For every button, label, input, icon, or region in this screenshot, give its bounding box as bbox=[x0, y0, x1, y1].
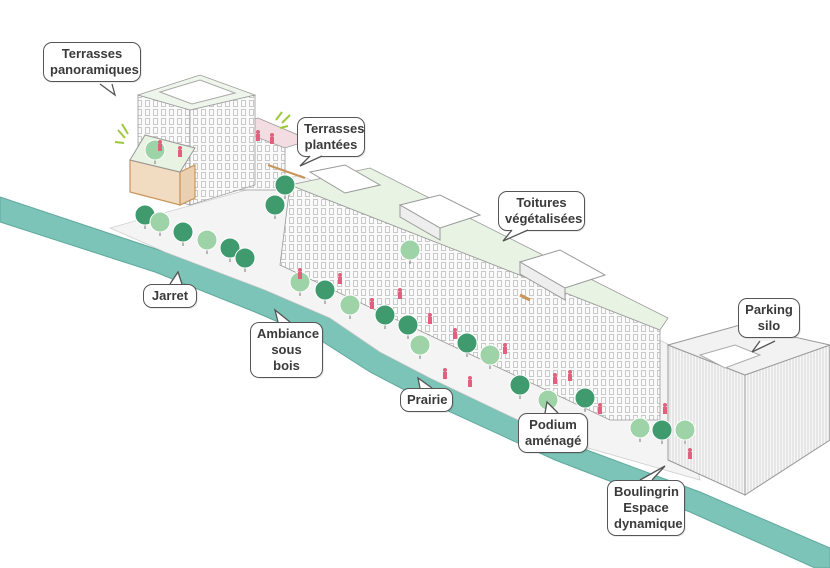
callout-toitures-vegetalisees: Toitures végétalisées bbox=[498, 191, 585, 231]
tree-icon bbox=[149, 211, 171, 236]
tree-icon bbox=[509, 374, 531, 399]
callout-terrasses-panoramiques: Terrasses panoramiques bbox=[43, 42, 141, 82]
tree-icon bbox=[397, 314, 419, 339]
person-icon bbox=[468, 376, 472, 387]
tree-icon bbox=[264, 194, 286, 219]
tree-icon bbox=[374, 304, 396, 329]
person-icon bbox=[688, 448, 692, 459]
callout-line: Ambiance bbox=[257, 326, 320, 341]
person-icon bbox=[398, 288, 402, 299]
roof-volume-1-side bbox=[399, 204, 441, 241]
callout-line: panoramiques bbox=[50, 62, 139, 77]
callout-line: Espace bbox=[623, 500, 669, 515]
callout-line: plantées bbox=[304, 137, 358, 152]
callout-boulingrin: Boulingrin Espace dynamique bbox=[607, 480, 685, 536]
callout-line: Terrasses bbox=[61, 46, 123, 61]
roof-volume-3 bbox=[308, 164, 382, 194]
callout-prairie: Prairie bbox=[400, 388, 453, 412]
person-icon bbox=[443, 368, 447, 379]
tree-icon bbox=[172, 221, 194, 246]
tree-icon bbox=[234, 247, 256, 272]
callout-jarret: Jarret bbox=[143, 284, 197, 308]
tree-icon bbox=[479, 344, 501, 369]
person-icon bbox=[568, 370, 572, 381]
tree-icon bbox=[456, 332, 478, 357]
sparkle-icon bbox=[114, 111, 291, 144]
tree-icon bbox=[629, 417, 651, 442]
tree-icon bbox=[399, 239, 421, 264]
person-icon bbox=[370, 298, 374, 309]
timber-block-side bbox=[179, 164, 196, 206]
callout-podium-amenage: Podium aménagé bbox=[518, 413, 588, 453]
person-icon bbox=[338, 273, 342, 284]
callout-line: Boulingrin bbox=[614, 484, 679, 499]
person-icon bbox=[158, 140, 162, 151]
tree-icon bbox=[674, 419, 696, 444]
parking-silo-ramp bbox=[698, 344, 762, 369]
tree-icon bbox=[274, 174, 296, 199]
roof-volume-2-side bbox=[519, 261, 566, 301]
callout-line: végétalisées bbox=[505, 211, 583, 226]
tree-icon bbox=[409, 334, 431, 359]
tree-icon bbox=[219, 237, 241, 262]
tree-icon bbox=[339, 294, 361, 319]
person-icon bbox=[598, 403, 602, 414]
callout-line: aménagé bbox=[525, 433, 582, 448]
people-accents bbox=[158, 130, 692, 459]
callout-parking-silo: Parking silo bbox=[738, 298, 800, 338]
callout-line: Podium bbox=[529, 417, 577, 432]
person-icon bbox=[178, 146, 182, 157]
tree-icon bbox=[314, 279, 336, 304]
callout-line: sous bois bbox=[271, 342, 302, 373]
person-icon bbox=[503, 343, 507, 354]
person-icon bbox=[298, 268, 302, 279]
callout-line: Toitures bbox=[516, 195, 567, 210]
callout-line: Prairie bbox=[407, 392, 448, 407]
person-icon bbox=[663, 403, 667, 414]
tree-icon bbox=[196, 229, 218, 254]
tree-icon bbox=[651, 419, 673, 444]
callout-terrasses-plantees: Terrasses plantées bbox=[297, 117, 365, 157]
person-icon bbox=[428, 313, 432, 324]
callout-line: Terrasses bbox=[304, 121, 365, 136]
callout-line: Parking bbox=[745, 302, 793, 317]
tower-roof-volume bbox=[158, 79, 237, 105]
callout-line: Jarret bbox=[151, 288, 189, 303]
callout-line: silo bbox=[757, 318, 781, 333]
callout-line: dynamique bbox=[614, 516, 683, 531]
person-icon bbox=[256, 130, 260, 141]
person-icon bbox=[553, 373, 557, 384]
person-icon bbox=[270, 133, 274, 144]
person-icon bbox=[453, 328, 457, 339]
tree-icon bbox=[574, 387, 596, 412]
callout-ambiance-sous-bois: Ambiance sous bois bbox=[250, 322, 323, 378]
